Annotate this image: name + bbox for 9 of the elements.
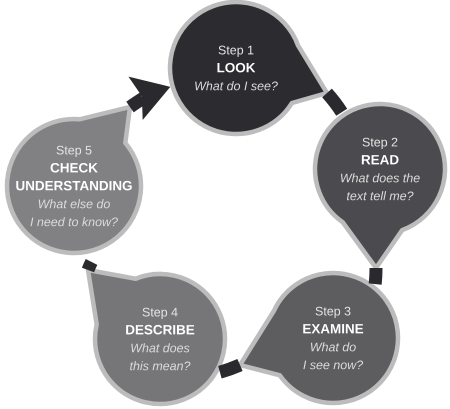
speech-bubble: Step 3 EXAMINE What do I see now?: [238, 270, 400, 406]
speech-bubble: Step 4 DESCRIBE What does this mean?: [86, 268, 228, 406]
speech-bubble: Step 2 READ What does the text tell me?: [312, 102, 448, 270]
connector-line: [322, 88, 348, 116]
connector-line: [218, 359, 243, 378]
connector-line: [82, 259, 98, 272]
speech-bubble: Step 1 LOOK What do I see?: [168, 0, 330, 136]
speech-bubble: Step 5 CHECK UNDERSTANDING What else do I need to know?: [4, 104, 144, 256]
connector-line: [368, 268, 382, 285]
